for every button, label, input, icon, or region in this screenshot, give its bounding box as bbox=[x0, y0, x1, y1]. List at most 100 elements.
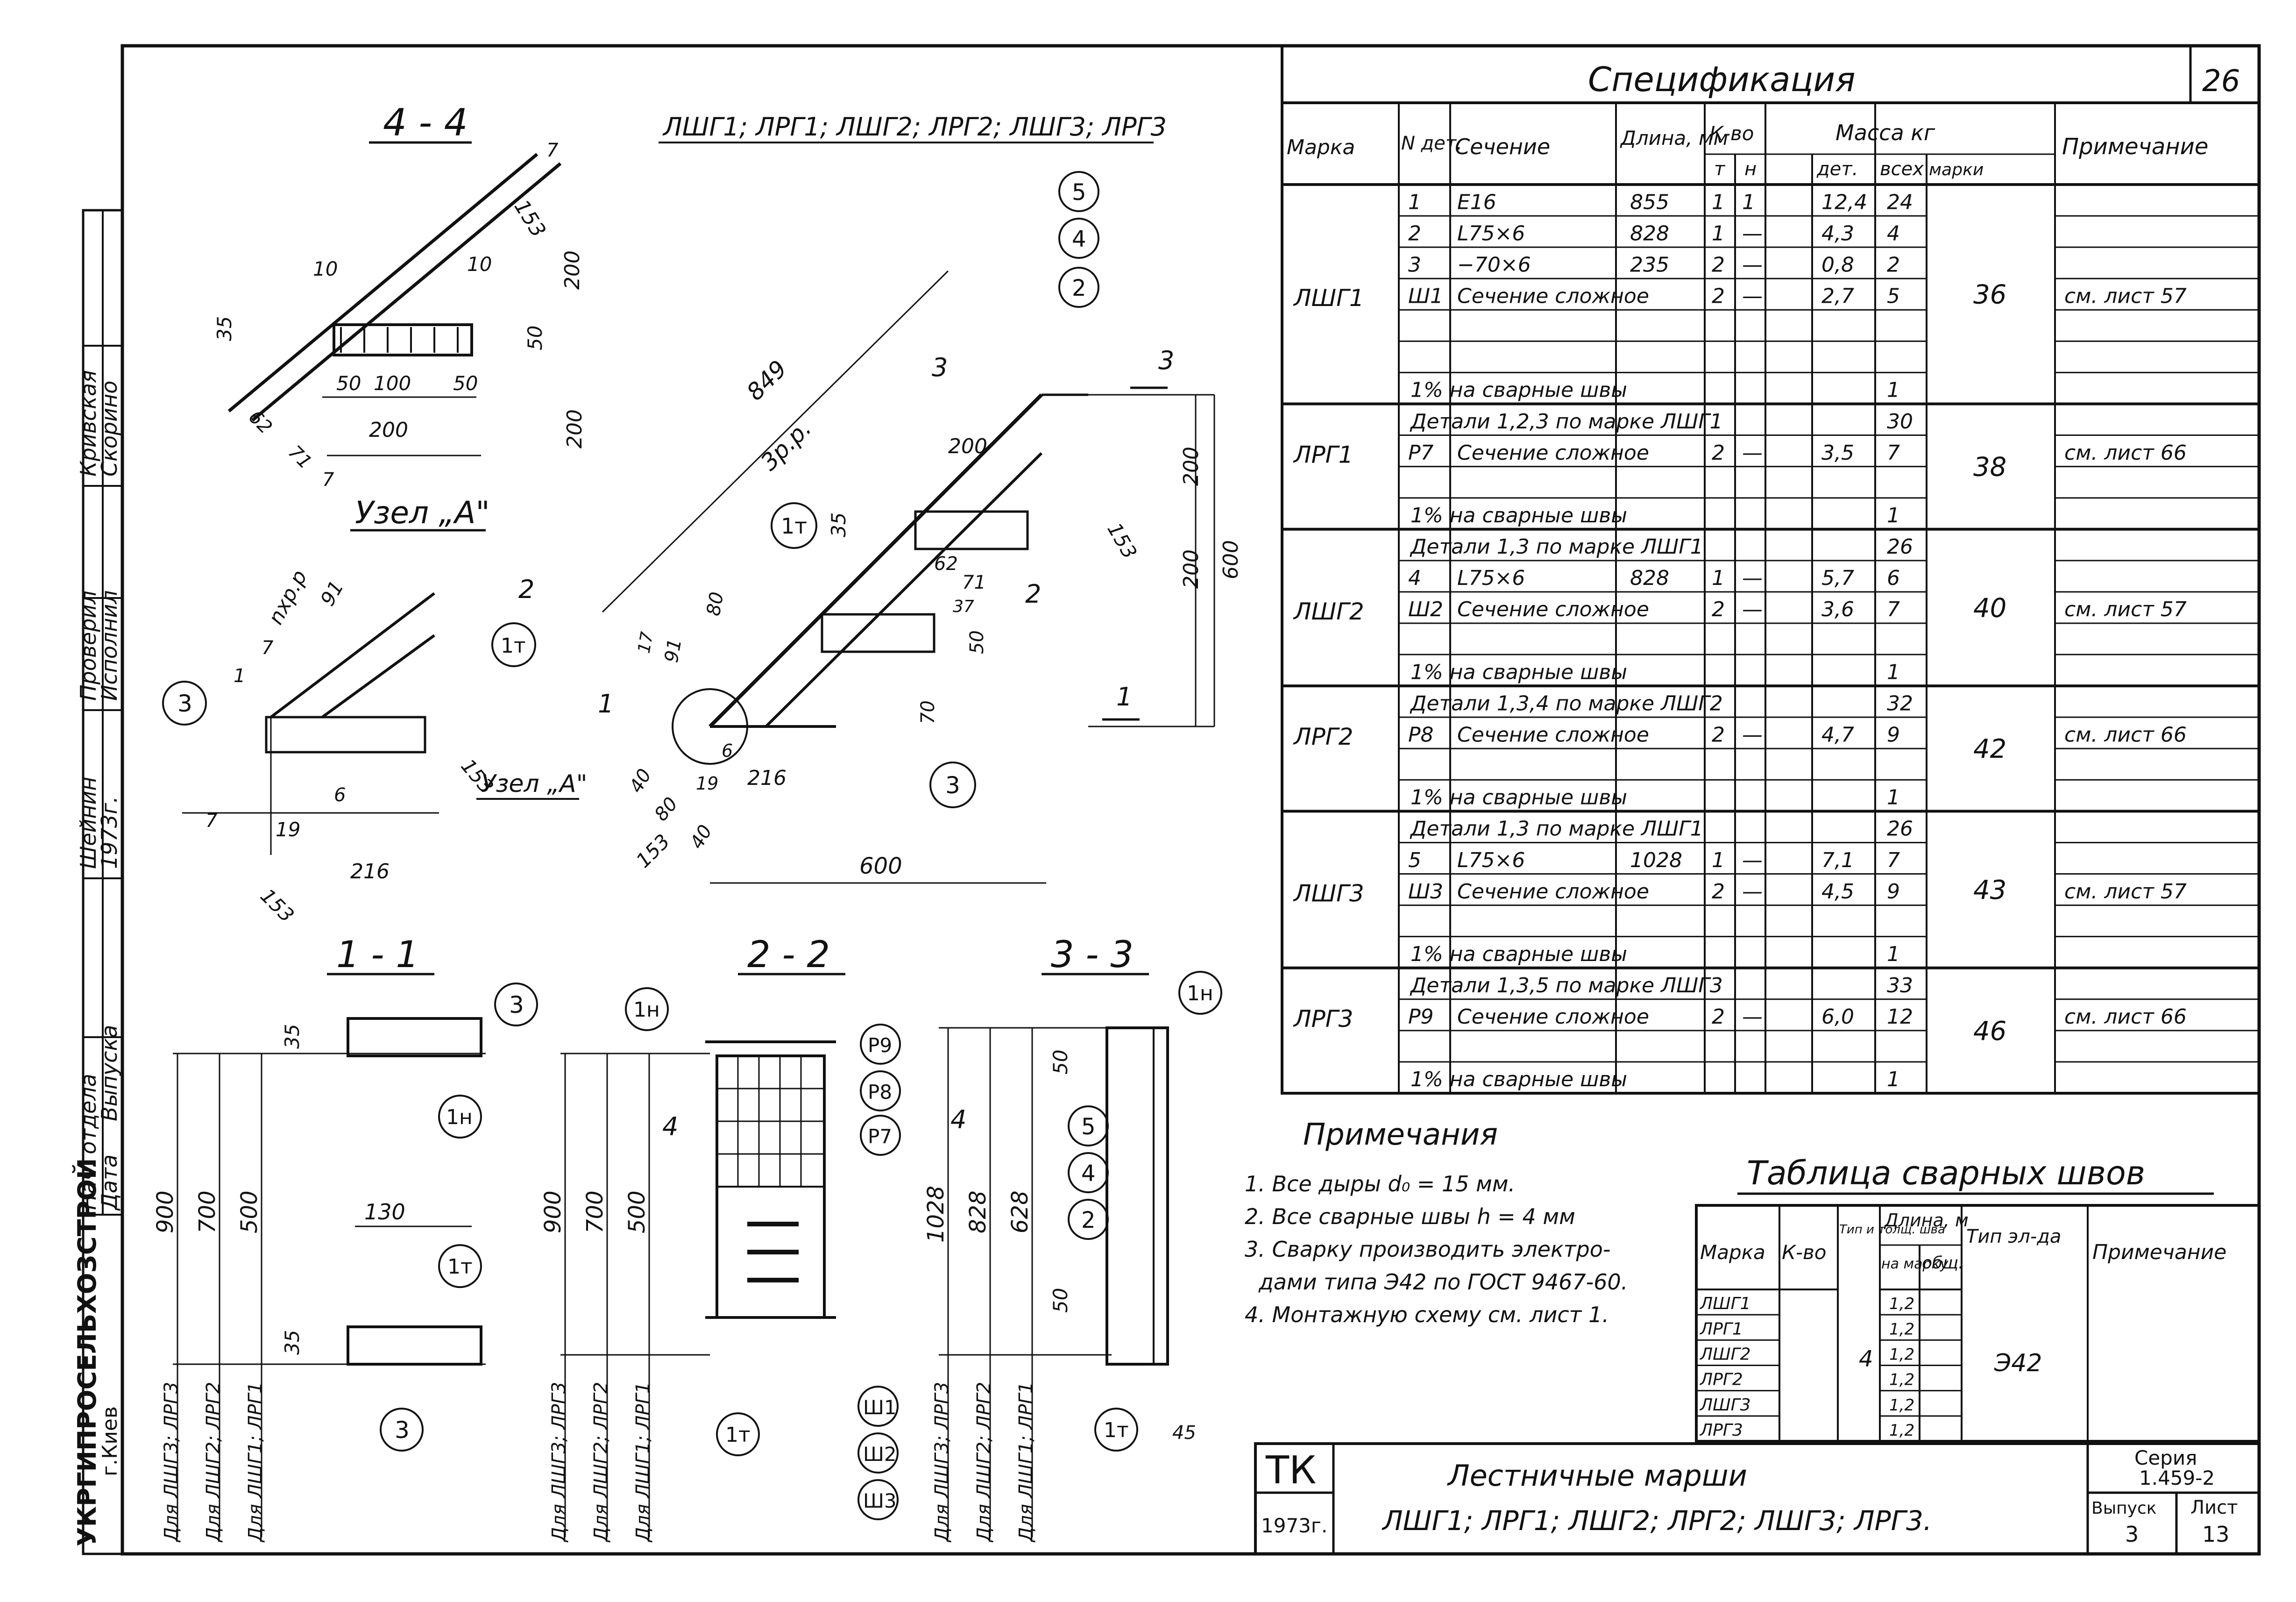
dim-200r1: 200 bbox=[1179, 447, 1203, 486]
weld-h-lenmark: на марку bbox=[1881, 1256, 1949, 1272]
s22-callout-1t: 1т bbox=[725, 1423, 751, 1447]
dim-600v: 600 bbox=[1219, 540, 1243, 579]
spec-mass-det: 4,7 bbox=[1821, 723, 1854, 747]
weld-mark: ЛШГ2 bbox=[1699, 1345, 1751, 1364]
s11-callout-3b: 3 bbox=[395, 1417, 410, 1444]
s22-dim-700: 700 bbox=[582, 1190, 608, 1233]
callout-3: 3 bbox=[945, 772, 960, 799]
s11-dim-500: 500 bbox=[236, 1190, 262, 1233]
node-dim-1: 1 bbox=[234, 665, 245, 687]
s33-label-1: Для ЛШГ1; ЛРГ1 bbox=[1015, 1382, 1037, 1543]
node-dim-19: 19 bbox=[276, 818, 300, 841]
node-dim-91: 91 bbox=[316, 577, 348, 610]
cut-3-right: 3 bbox=[1158, 346, 1174, 375]
role-issue: Выпуска bbox=[97, 1025, 122, 1121]
s22-label-3: Для ЛШГ3; ЛРГ3 bbox=[548, 1382, 570, 1543]
callout-5: 5 bbox=[1072, 179, 1086, 206]
dim-62: 62 bbox=[934, 553, 958, 575]
spec-det: Ш2 bbox=[1408, 598, 1443, 621]
spec-qty-t: 2 bbox=[1712, 441, 1725, 465]
weld-h-length: Длина, м bbox=[1884, 1210, 1969, 1231]
dim-216: 216 bbox=[747, 766, 787, 790]
s33-callout-5: 5 bbox=[1081, 1114, 1096, 1140]
spec-section: Сечение сложное bbox=[1457, 285, 1649, 308]
s22-callout-1n: 1н bbox=[633, 998, 660, 1022]
series-value: 1.459-2 bbox=[2139, 1467, 2215, 1489]
dim-100: 100 bbox=[374, 372, 411, 395]
section-2-2: 2 - 2 900 700 500 1н Р9 Р8 Р7 1т Ш bbox=[540, 934, 901, 1543]
spec-det: 5 bbox=[1408, 848, 1421, 872]
spec-qty-t: 2 bbox=[1712, 253, 1725, 277]
org-city: г.Киев bbox=[98, 1406, 122, 1476]
weld-len: 1,2 bbox=[1889, 1371, 1914, 1389]
dim-40b: 40 bbox=[686, 821, 716, 853]
spec-section: L75×6 bbox=[1457, 221, 1525, 245]
section-2-2-title: 2 - 2 bbox=[747, 934, 830, 976]
dim-71: 71 bbox=[284, 441, 316, 474]
spec-mass-all: 24 bbox=[1887, 190, 1913, 214]
spec-mass-all: 5 bbox=[1887, 285, 1900, 308]
spec-h-mass-mark: марки bbox=[1929, 160, 1984, 179]
signer-1: Кривская bbox=[76, 370, 101, 477]
spec-h-qty-n: н bbox=[1744, 158, 1757, 180]
node-callout-1t: 1т bbox=[501, 634, 526, 658]
cut-1-left: 1 bbox=[598, 689, 614, 719]
spec-mass-det: 3,6 bbox=[1821, 598, 1854, 621]
s22-dim-900: 900 bbox=[540, 1190, 566, 1233]
spec-mass-all: 9 bbox=[1887, 880, 1900, 904]
spec-mass-det: 12,4 bbox=[1821, 190, 1867, 214]
spec-note: см. лист 66 bbox=[2064, 441, 2187, 465]
spec-det: 2 bbox=[1408, 221, 1421, 245]
spec-h-mass-all: всех bbox=[1880, 158, 1924, 180]
s22-label-1: Для ЛШГ1; ЛРГ1 bbox=[632, 1382, 654, 1543]
spec-qty-n: — bbox=[1742, 598, 1763, 621]
spec-section: Сечение сложное bbox=[1457, 880, 1649, 904]
s33-dim-628: 628 bbox=[1007, 1190, 1033, 1233]
spec-h-section: Сечение bbox=[1455, 134, 1550, 159]
spec-note: см. лист 66 bbox=[2064, 723, 2187, 747]
weld-electrode: Э42 bbox=[1994, 1349, 2042, 1377]
cut-2-right: 2 bbox=[1025, 579, 1041, 609]
weld-len: 1,2 bbox=[1889, 1346, 1914, 1364]
spec-qty-t: 2 bbox=[1712, 598, 1725, 621]
spec-mass-all: 1 bbox=[1887, 660, 1900, 684]
node-callout-3: 3 bbox=[177, 690, 192, 717]
dim-200a: 200 bbox=[948, 434, 987, 458]
spec-mass-mark: 43 bbox=[1973, 875, 2006, 905]
weld-thickness: 4 bbox=[1859, 1346, 1873, 1372]
spec-qty-n: — bbox=[1742, 221, 1763, 245]
dim-80b: 80 bbox=[650, 793, 682, 826]
spec-sheet-number: 26 bbox=[2202, 64, 2240, 99]
dim-40a: 40 bbox=[625, 765, 656, 797]
spec-h-note: Примечание bbox=[2062, 134, 2208, 160]
spec-length: 1028 bbox=[1630, 848, 1682, 872]
node-dim-7: 7 bbox=[262, 637, 274, 659]
spec-qty-t: 2 bbox=[1712, 285, 1725, 308]
node-dim-153b: 153 bbox=[256, 884, 298, 926]
s33-callout-1n: 1н bbox=[1187, 982, 1213, 1005]
logo-tk: ТК bbox=[1265, 1448, 1316, 1493]
dim-71: 71 bbox=[962, 572, 986, 593]
s11-callout-1t: 1т bbox=[447, 1255, 473, 1279]
spec-qty-n: 1 bbox=[1742, 190, 1755, 214]
s11-callout-1n: 1н bbox=[446, 1105, 473, 1129]
spec-qty-n: — bbox=[1742, 848, 1763, 872]
spec-det: Ш3 bbox=[1408, 880, 1443, 904]
spec-mass-all: 1 bbox=[1887, 786, 1900, 810]
weld-h-mark: Марка bbox=[1700, 1241, 1765, 1264]
spec-mass-det: 7,1 bbox=[1821, 848, 1854, 872]
spec-section: Детали 1,3,5 по марке ЛШГ3 bbox=[1410, 974, 1723, 997]
spec-det: Р7 bbox=[1408, 441, 1434, 465]
dim-91: 91 bbox=[661, 637, 686, 664]
spec-qty-n: — bbox=[1742, 566, 1763, 590]
s33-dim-45: 45 bbox=[1172, 1422, 1196, 1444]
dim-80: 80 bbox=[703, 591, 728, 618]
main-elevation: ЛШГ1; ЛРГ1; ЛШГ2; ЛРГ2; ЛШГ3; ЛРГ3 849 3… bbox=[476, 112, 1243, 884]
spec-mark: ЛШГ3 bbox=[1293, 880, 1364, 907]
spec-mass-all: 7 bbox=[1887, 441, 1900, 465]
s22-callout-p9: Р9 bbox=[868, 1034, 892, 1057]
spec-section: Детали 1,2,3 по марке ЛШГ1 bbox=[1410, 410, 1723, 434]
notes: Примечания 1. Все дыры d₀ = 15 мм. 2. Вс… bbox=[1245, 1118, 1628, 1327]
s11-dim-35b: 35 bbox=[281, 1330, 304, 1355]
weld-h-electrode: Тип эл-да bbox=[1966, 1226, 2061, 1247]
